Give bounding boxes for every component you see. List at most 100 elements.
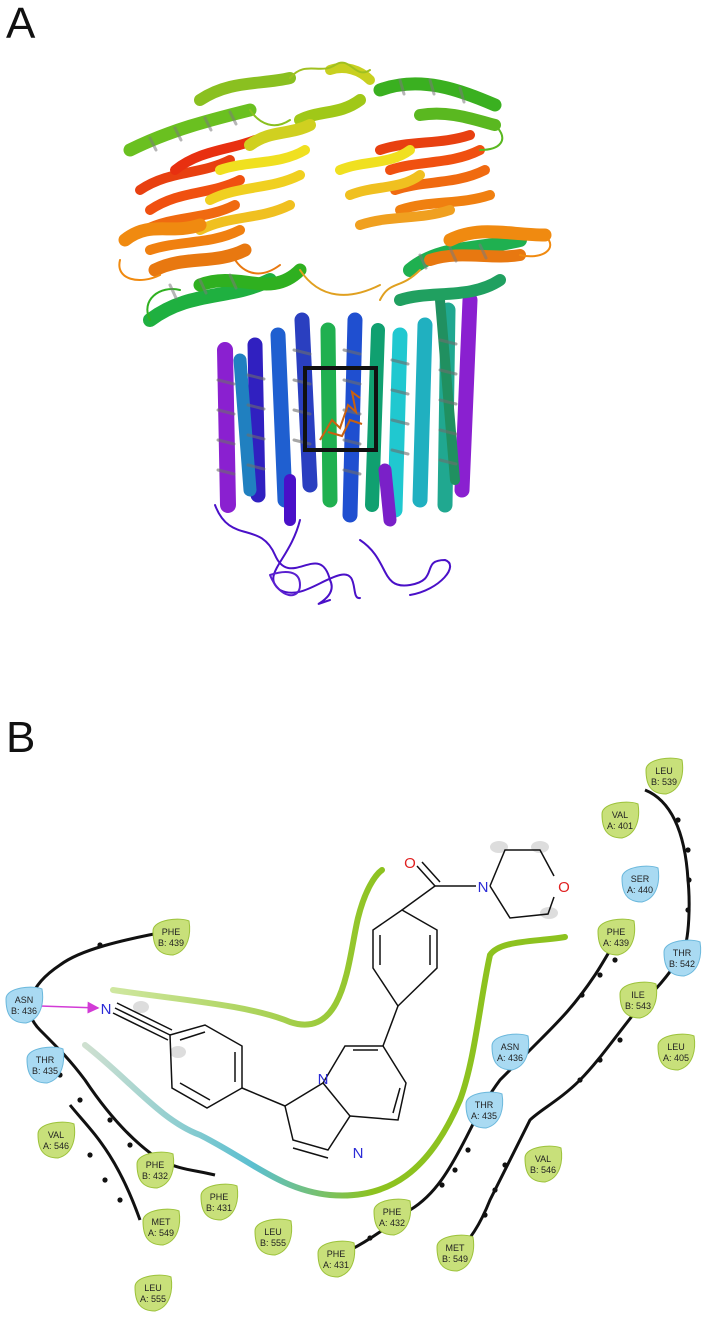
helix	[148, 243, 252, 277]
bound-ligand	[319, 389, 363, 441]
helix	[294, 94, 366, 126]
beta-strand	[375, 130, 475, 155]
residue-marker	[601, 801, 640, 839]
residue-number: A: 431	[323, 1260, 349, 1270]
residue-number: B: 542	[669, 959, 695, 969]
bottom-loop	[272, 519, 361, 599]
residue-name: VAL	[535, 1154, 551, 1164]
beta-strand	[215, 145, 310, 175]
protein-structure	[118, 61, 552, 605]
residue-number: B: 549	[442, 1254, 468, 1264]
helix	[412, 317, 433, 508]
residue-number: A: 555	[140, 1294, 166, 1304]
backbone-strands	[28, 788, 691, 1257]
beta-strand	[195, 200, 295, 235]
residue-number: B: 543	[625, 1001, 651, 1011]
bottom-loop	[359, 539, 452, 596]
residue-marker	[491, 1033, 530, 1071]
loop	[146, 288, 181, 321]
panel-a-label: A	[6, 0, 36, 48]
helix	[454, 292, 478, 498]
pocket-contour	[82, 934, 568, 1199]
beta-strand	[345, 170, 425, 200]
helix	[247, 337, 266, 503]
helix	[194, 72, 296, 106]
helix	[414, 107, 501, 131]
atom-ring-n2: N	[353, 1145, 364, 1162]
helix	[320, 322, 338, 508]
residue-name: LEU	[264, 1227, 282, 1237]
residue-name: MET	[152, 1217, 172, 1227]
residue-marker	[37, 1121, 76, 1159]
residue-name: PHE	[162, 927, 181, 937]
panel-b-label: B	[6, 713, 36, 762]
residue-marker	[597, 918, 636, 956]
helix	[394, 274, 506, 306]
residue-name: VAL	[612, 810, 628, 820]
loop	[299, 269, 381, 296]
residue-number: A: 435	[471, 1111, 497, 1121]
atom-carbonyl-o: O	[404, 855, 416, 872]
residue-marker	[5, 986, 44, 1024]
loop	[118, 259, 161, 281]
residue-marker	[200, 1183, 239, 1221]
residue-name: ASN	[501, 1042, 520, 1052]
residue-marker	[136, 1151, 175, 1189]
residue-name: LEU	[667, 1042, 685, 1052]
helix	[244, 119, 316, 151]
loop	[249, 109, 291, 127]
residue-name: THR	[475, 1100, 494, 1110]
beta-strand	[335, 145, 415, 175]
residue-name: THR	[36, 1055, 55, 1065]
residue-marker	[465, 1091, 504, 1129]
residue-marker	[134, 1274, 173, 1312]
residue-number: A: 432	[379, 1218, 405, 1228]
hbond-arrow	[39, 1001, 100, 1014]
residue-marker	[621, 865, 660, 903]
beta-strand	[205, 170, 305, 205]
residue-marker	[663, 939, 702, 977]
residue-name: ASN	[15, 995, 34, 1005]
residue-number: B: 439	[158, 938, 184, 948]
residue-name: LEU	[144, 1283, 162, 1293]
residue-number: A: 439	[603, 938, 629, 948]
residue-number: B: 431	[206, 1203, 232, 1213]
binding-site-box	[303, 366, 378, 452]
residue-number: B: 432	[142, 1171, 168, 1181]
loop	[229, 249, 281, 275]
helix	[435, 295, 460, 485]
helix	[118, 218, 207, 247]
atom-nitrile-n: N	[101, 1001, 112, 1018]
helix	[270, 327, 293, 508]
residue-marker	[142, 1208, 181, 1246]
helix	[342, 312, 363, 523]
atom-morpholine-o: O	[558, 879, 570, 896]
residue-name: PHE	[607, 927, 626, 937]
beta-strand	[145, 175, 245, 215]
atom-amide-n: N	[478, 879, 489, 896]
residue-marker	[26, 1046, 65, 1084]
ligand-structure	[112, 841, 558, 1159]
residue-marker	[317, 1240, 356, 1278]
residue-name: LEU	[655, 766, 673, 776]
residue-marker	[436, 1234, 475, 1272]
residue-name: PHE	[383, 1207, 402, 1217]
residue-name: THR	[673, 948, 692, 958]
loop	[479, 124, 504, 151]
helix	[217, 342, 236, 513]
